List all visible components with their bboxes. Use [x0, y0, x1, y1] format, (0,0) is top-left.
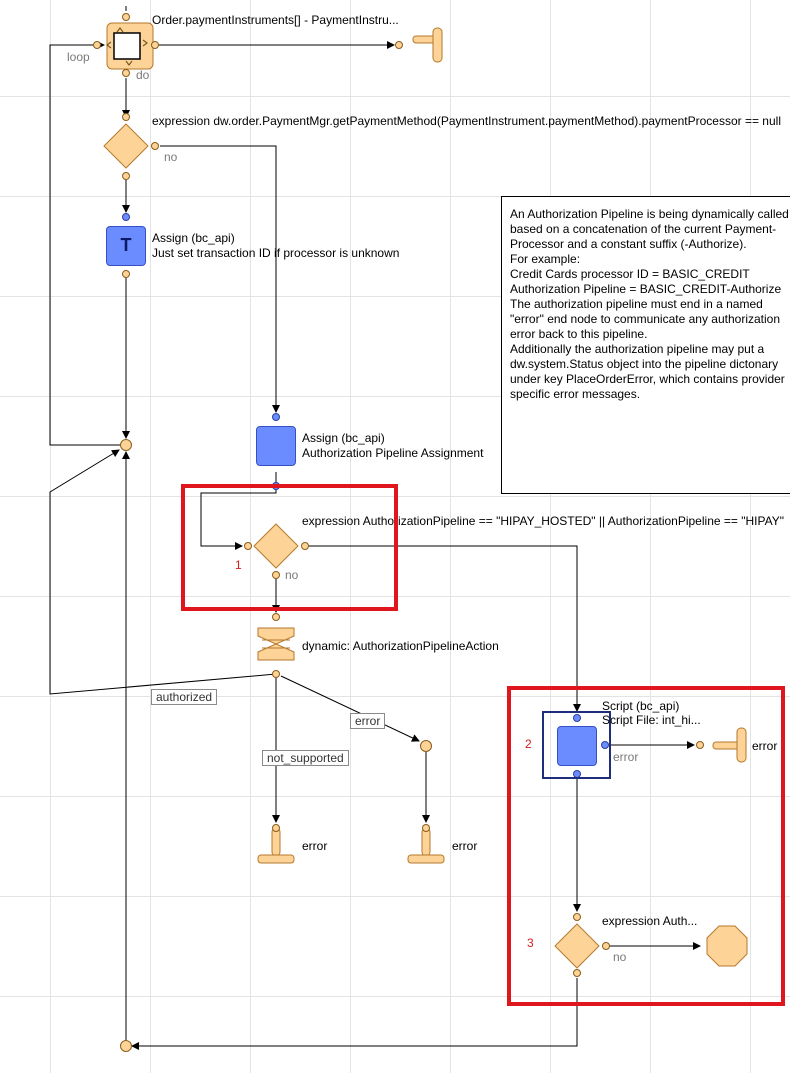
transition-authorized[interactable]: authorized — [151, 689, 218, 705]
loop-node-title: Order.paymentInstruments[] - PaymentInst… — [152, 13, 399, 27]
note-line: specific error messages. — [510, 387, 641, 401]
assign-pipeline-desc: Authorization Pipeline Assignment — [302, 446, 484, 460]
port-proc-yes — [122, 172, 130, 180]
comment-note[interactable]: An Authorization Pipeline is being dynam… — [501, 196, 790, 494]
auth-no-label: no — [613, 950, 627, 964]
marker-3: 3 — [527, 936, 534, 950]
wire-dynamic-error — [280, 675, 420, 742]
not-supported-end-node[interactable] — [257, 827, 295, 864]
assign-t-icon: T — [120, 235, 132, 255]
wire-processor-no — [160, 145, 280, 413]
highlight-box-2-3 — [507, 686, 785, 1006]
port-err-end — [422, 824, 430, 832]
note-line: error back to this pipeline. — [510, 327, 648, 341]
dynamic-call-label: dynamic: AuthorizationPipelineAction — [302, 639, 499, 653]
port-assign-t-in — [122, 213, 130, 221]
note-line: Authorization Pipeline = BASIC_CREDIT-Au… — [510, 282, 782, 296]
marker-1: 1 — [235, 558, 242, 572]
port-end-top — [395, 41, 403, 49]
highlight-box-1 — [181, 484, 398, 611]
port-loop-left — [93, 41, 101, 49]
hipay-no-label: no — [285, 568, 299, 582]
not-supported-end-label: error — [302, 839, 328, 853]
note-line: "error" end node to communicate any auth… — [510, 312, 781, 326]
note-line: based on a concatenation of the current … — [510, 222, 777, 236]
port-auth-in — [573, 913, 581, 921]
port-hipay-in — [244, 542, 252, 550]
script-error-end-label: error — [752, 739, 778, 753]
note-line: An Authorization Pipeline is being dynam… — [510, 207, 789, 221]
note-line: Additionally the authorization pipeline … — [510, 342, 765, 356]
wire-loop-back — [49, 41, 120, 446]
decision-auth-node[interactable] — [554, 923, 600, 969]
port-assign-p-in — [272, 413, 280, 421]
decision-hipay-node[interactable] — [253, 523, 299, 569]
port-assign-t-out — [122, 270, 130, 278]
port-script-in — [573, 714, 581, 722]
transition-not-supported[interactable]: not_supported — [262, 750, 349, 766]
wire-auth-to-bottom — [131, 978, 578, 1050]
join-node — [120, 439, 132, 451]
script-node-selection[interactable] — [542, 711, 611, 779]
decision-processor-node[interactable] — [103, 123, 149, 169]
assign-pipeline-title: Assign (bc_api) — [302, 431, 385, 445]
processor-expression: expression dw.order.PaymentMgr.getPaymen… — [152, 114, 781, 128]
script-file: Script File: int_hi... — [602, 713, 701, 727]
note-line: under key PlaceOrderError, which contain… — [510, 372, 785, 386]
dynamic-call-node[interactable] — [257, 627, 295, 661]
transition-error[interactable]: error — [350, 713, 386, 729]
error-end-node[interactable] — [407, 827, 445, 864]
script-title: Script (bc_api) — [602, 699, 680, 713]
assign-transaction-desc: Just set transaction ID if processor is … — [152, 246, 400, 260]
join-error-node — [420, 740, 432, 752]
port-ns-end — [272, 824, 280, 832]
stop-node[interactable] — [706, 925, 748, 967]
join-bottom-node — [120, 1040, 132, 1052]
port-proc-in — [122, 113, 130, 121]
loop-end-node[interactable] — [412, 27, 443, 63]
port-dyn-out — [272, 670, 280, 678]
note-line: Credit Cards processor ID = BASIC_CREDIT — [510, 267, 750, 281]
port-hipay-no — [272, 571, 280, 579]
loop-node[interactable] — [106, 22, 154, 70]
port-hipay-yes — [301, 542, 309, 550]
script-node[interactable] — [557, 726, 597, 766]
port-auth-no — [602, 942, 610, 950]
script-error-end-node[interactable] — [712, 727, 747, 763]
wire-authorized — [49, 449, 277, 695]
port-loop-right — [151, 41, 159, 49]
processor-no-label: no — [164, 150, 178, 164]
hipay-expression: expression AuthorizationPipeline == "HIP… — [302, 514, 784, 528]
note-line: Processor and a constant suffix (-Author… — [510, 237, 747, 251]
note-line: dw.system.Status object into the pipelin… — [510, 357, 779, 371]
port-dyn-in — [272, 613, 280, 621]
script-error-port-label: error — [613, 750, 639, 764]
note-line: The authorization pipeline must end in a… — [510, 297, 763, 311]
port-proc-no — [151, 142, 159, 150]
loop-label: loop — [67, 50, 90, 64]
port-auth-yes — [573, 969, 581, 977]
port-loop-top — [122, 13, 130, 21]
assign-pipeline-node[interactable] — [256, 426, 296, 466]
error-end-label: error — [452, 839, 478, 853]
assign-transaction-node[interactable]: T — [106, 226, 146, 266]
auth-expression: expression Auth... — [602, 914, 698, 928]
marker-2: 2 — [525, 737, 532, 751]
note-line: For example: — [510, 252, 581, 266]
port-loop-do — [122, 69, 130, 77]
port-script-err-end — [696, 741, 704, 749]
assign-transaction-title: Assign (bc_api) — [152, 231, 235, 245]
port-script-err — [601, 741, 609, 749]
do-label: do — [136, 68, 150, 82]
